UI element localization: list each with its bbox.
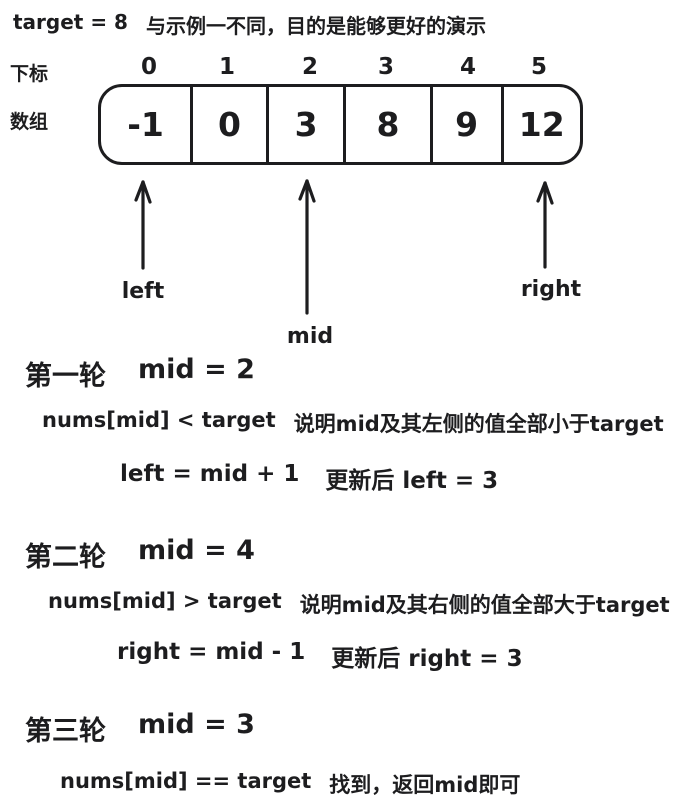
title-note: 与示例一不同，目的是能够更好的演示 <box>145 14 486 38</box>
mid-arrow-up-icon <box>298 179 316 315</box>
round-3-title: 第三轮 <box>25 716 106 747</box>
round-1-update: left = mid + 1 <box>120 461 300 487</box>
left-arrow-up-icon <box>134 180 152 270</box>
round-3-mid-value: mid = 3 <box>138 709 255 740</box>
array-cell-2: 3 <box>269 87 347 162</box>
round-1-heading: 第一轮 mid = 2 <box>25 354 255 393</box>
round-2-mid-value: mid = 4 <box>138 535 255 566</box>
round-1-update-line: left = mid + 1 更新后 left = 3 <box>120 461 498 495</box>
index-label-4: 4 <box>459 54 477 80</box>
right-arrow-up-icon <box>536 181 554 269</box>
title-line: target = 8 与示例一不同，目的是能够更好的演示 <box>13 10 486 39</box>
index-row-label: 下标 <box>10 63 49 85</box>
index-label-5: 5 <box>530 54 548 80</box>
array-cell-5: 12 <box>504 87 581 162</box>
left-pointer-label: left <box>121 279 165 304</box>
round-1-update-result: 更新后 left = 3 <box>325 468 499 494</box>
array-cell-0-value: -1 <box>127 105 164 144</box>
array-cell-4-value: 9 <box>455 105 479 144</box>
round-3-heading: 第三轮 mid = 3 <box>25 709 255 748</box>
round-2-title: 第二轮 <box>25 542 106 573</box>
round-1-condition-line: nums[mid] < target 说明mid及其左侧的值全部小于target <box>42 408 664 438</box>
array-row-label: 数组 <box>10 111 49 133</box>
round-2-update-result: 更新后 right = 3 <box>331 646 523 672</box>
array-cell-2-value: 3 <box>294 105 318 144</box>
mid-pointer-label: mid <box>286 324 334 349</box>
array-cell-1: 0 <box>193 87 269 162</box>
round-2-heading: 第二轮 mid = 4 <box>25 535 255 574</box>
pointer-arrows <box>134 179 554 315</box>
array-cell-3: 8 <box>346 87 433 162</box>
index-label-0: 0 <box>140 54 158 80</box>
round-2-condition: nums[mid] > target <box>48 589 282 613</box>
array-cell-5-value: 12 <box>518 105 565 144</box>
round-1-explanation: 说明mid及其左侧的值全部小于target <box>293 412 664 436</box>
array-cell-3-value: 8 <box>376 105 400 144</box>
round-2-update-line: right = mid - 1 更新后 right = 3 <box>117 639 523 673</box>
round-2-update: right = mid - 1 <box>117 639 306 665</box>
round-3-condition: nums[mid] == target <box>60 769 312 793</box>
index-label-3: 3 <box>377 54 395 80</box>
round-3-condition-line: nums[mid] == target 找到，返回mid即可 <box>60 769 520 799</box>
title-formula: target = 8 <box>13 10 128 34</box>
round-1-mid-value: mid = 2 <box>138 354 255 385</box>
index-label-2: 2 <box>301 54 319 80</box>
array-cell-4: 9 <box>433 87 504 162</box>
round-1-title: 第一轮 <box>25 361 106 392</box>
array-cell-1-value: 0 <box>217 105 241 144</box>
right-pointer-label: right <box>520 277 582 302</box>
array-box: -1 0 3 8 9 12 <box>98 84 583 165</box>
round-2-explanation: 说明mid及其右侧的值全部大于target <box>299 593 670 617</box>
array-cell-0: -1 <box>101 87 194 162</box>
round-2-condition-line: nums[mid] > target 说明mid及其右侧的值全部大于target <box>48 589 670 619</box>
round-3-explanation: 找到，返回mid即可 <box>329 773 521 797</box>
round-1-condition: nums[mid] < target <box>42 408 276 432</box>
index-label-1: 1 <box>218 54 236 80</box>
